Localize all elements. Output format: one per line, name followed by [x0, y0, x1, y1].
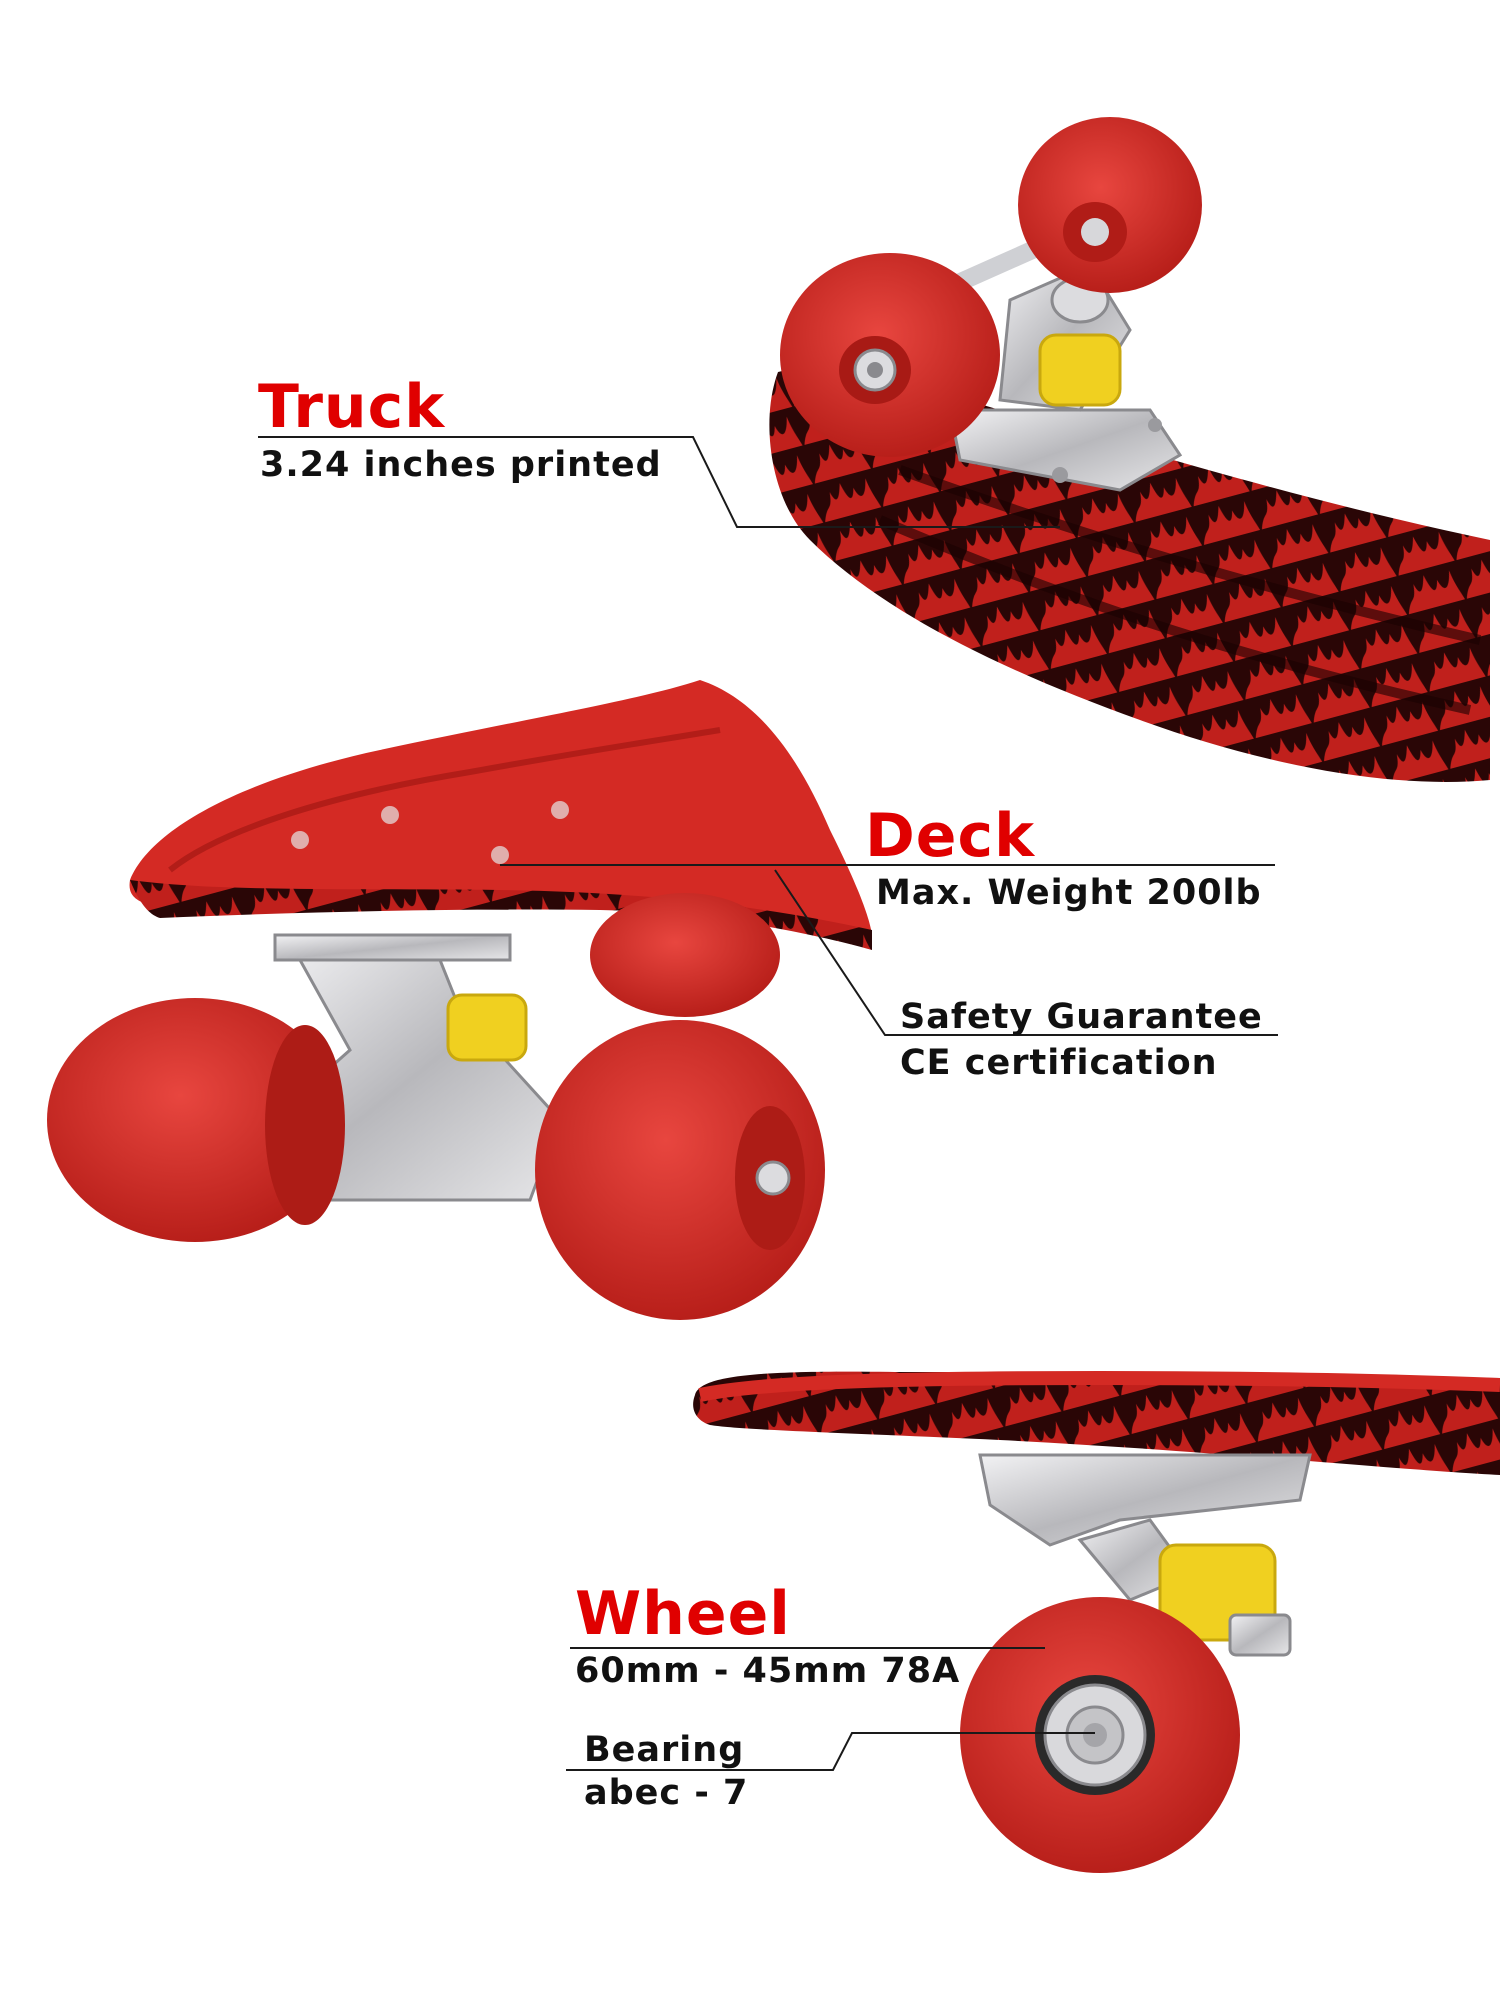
bearing-subtitle: abec - 7 — [584, 1773, 749, 1813]
truck-bushing — [1038, 333, 1122, 407]
safety-title: Safety Guarantee — [900, 997, 1263, 1037]
wheel-photo — [693, 1370, 1500, 1873]
callout-lines — [258, 436, 1278, 1771]
deck-far-wheel — [590, 893, 780, 1017]
deck-title: Deck — [865, 801, 1035, 871]
side-deck — [693, 1371, 1500, 1475]
deck-photo — [47, 680, 872, 1320]
truck-subtitle: 3.24 inches printed — [260, 445, 662, 485]
deck-left-wheel — [47, 998, 343, 1242]
deck-edge — [130, 880, 872, 950]
deck-truck-bushing — [446, 993, 528, 1062]
bearing-title: Bearing — [584, 1730, 745, 1770]
truck-baseplate — [948, 408, 1183, 492]
bearing-callout-line — [566, 1732, 1095, 1771]
wheel-title: Wheel — [575, 1579, 791, 1649]
truck-title: Truck — [258, 372, 446, 442]
truck-photo — [769, 117, 1490, 782]
safety-callout-line — [774, 869, 1278, 1036]
truck-callout-line — [258, 436, 1060, 528]
deck-underside — [769, 368, 1490, 782]
wheel-subtitle: 60mm - 45mm 78A — [575, 1651, 961, 1691]
deck-right-wheel — [535, 1020, 825, 1320]
deck-subtitle: Max. Weight 200lb — [876, 873, 1262, 913]
deck-top — [129, 680, 872, 935]
deck-truck-baseplate — [273, 933, 512, 962]
side-truck — [978, 1453, 1312, 1547]
truck-far-wheel — [1018, 117, 1202, 293]
safety-subtitle: CE certification — [900, 1043, 1218, 1083]
